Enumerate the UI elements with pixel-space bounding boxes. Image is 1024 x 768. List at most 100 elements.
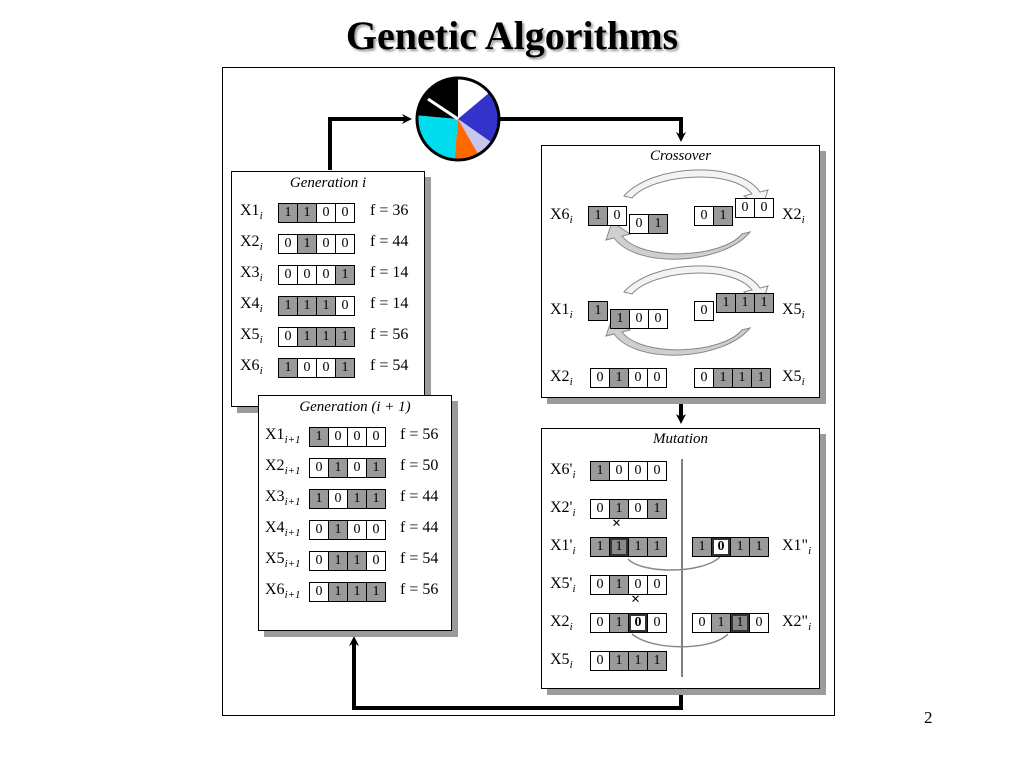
chromosome-subscript: i — [572, 545, 576, 558]
bit-cell: 1 — [717, 294, 735, 312]
chromosome-name: X4 — [265, 519, 285, 536]
bit-cell: 1 — [611, 310, 629, 328]
bit-cell: 0 — [336, 204, 354, 222]
bit-cell: 1 — [298, 235, 316, 253]
chromosome-subscript: i — [801, 214, 805, 227]
bit-cell: 0 — [279, 235, 297, 253]
generation-i-row-label: X4i — [240, 295, 263, 315]
bit-cell: 0 — [310, 521, 328, 539]
bit-cell: 0 — [649, 310, 667, 328]
bit-cell: 0 — [367, 552, 385, 570]
chromosome-subscript: i — [259, 241, 263, 254]
chromosome-name: X5 — [550, 651, 570, 668]
bit-cell: 0 — [298, 266, 316, 284]
chromosome-name: X1 — [265, 426, 285, 443]
chromosome-subscript: i+1 — [284, 496, 301, 509]
mutation-title: Mutation — [653, 431, 708, 447]
bit-cell: 1 — [589, 302, 607, 320]
bit-cell: 0 — [367, 428, 385, 446]
mutation-row-label: X5i — [550, 651, 573, 671]
bit-cell: 0 — [695, 369, 713, 387]
bit-cell: 0 — [608, 207, 626, 225]
bit-cell: 0 — [591, 369, 609, 387]
bit-cell: 1 — [298, 204, 316, 222]
crossover-right-head: 0 — [694, 301, 714, 321]
generation-i-title: Generation i — [232, 175, 424, 192]
bit-cell: 0 — [736, 199, 754, 217]
mutation-row-label: X1'i — [550, 537, 576, 557]
crossover-left-head: 1 — [588, 301, 608, 321]
bit-cell: 1 — [336, 328, 354, 346]
bit-cell: 1 — [610, 652, 628, 670]
crossover-left-label: X1i — [550, 301, 573, 321]
bit-cell: 0 — [348, 459, 366, 477]
fitness-value: f = 14 — [370, 295, 409, 312]
bit-cell: 0 — [629, 500, 647, 518]
bit-cell: 0 — [648, 614, 666, 632]
mutant-label: X1"i — [782, 537, 811, 557]
crossover-title: Crossover — [649, 148, 712, 164]
bit-cell: 0 — [310, 552, 328, 570]
bit-cell: 0 — [629, 462, 647, 480]
bit-cell: 0 — [630, 310, 648, 328]
bit-cell: 1 — [348, 583, 366, 601]
mutation-row-label: X5'i — [550, 575, 576, 595]
chromosome-name: X6' — [550, 461, 573, 478]
page-number: 2 — [924, 708, 933, 727]
chromosome-name: X5 — [240, 326, 260, 343]
generation-i1-row-label: X6i+1 — [265, 581, 301, 601]
crossover-unchanged-right-label: X5i — [782, 368, 805, 388]
wheel-slice-orange — [454, 119, 479, 160]
chromosome-subscript: i+1 — [284, 434, 301, 447]
bit-cell: 1 — [610, 614, 628, 632]
bit-cell: 0 — [310, 583, 328, 601]
bit-cell: 1 — [279, 204, 297, 222]
bit-cell: 0 — [317, 204, 335, 222]
bit-cell: 0 — [310, 459, 328, 477]
chromosome-name: X6 — [265, 581, 285, 598]
crossover-unchanged-left-label: X2i — [550, 368, 573, 388]
bit-cell: 0 — [629, 614, 647, 632]
wheel-slice-blue — [458, 92, 499, 143]
bit-cell: 0 — [712, 538, 730, 556]
diagram-frame — [222, 67, 835, 716]
fitness-value: f = 44 — [400, 488, 439, 505]
fitness-value: f = 36 — [370, 202, 409, 219]
bit-cell: 0 — [348, 428, 366, 446]
chromosome-subscript: i — [259, 365, 263, 378]
mutation-divider-and-arrows — [627, 459, 729, 677]
chromosome-name: X2" — [782, 613, 809, 630]
fitness-value: f = 44 — [370, 233, 409, 250]
bit-cell: 1 — [649, 215, 667, 233]
bit-cell: 1 — [310, 490, 328, 508]
bit-cell: 1 — [610, 500, 628, 518]
bit-cell: 1 — [367, 490, 385, 508]
generation-i1-row-label: X2i+1 — [265, 457, 301, 477]
generation-i-row-label: X6i — [240, 357, 263, 377]
bit-cell: 0 — [755, 199, 773, 217]
bit-cell: 1 — [712, 614, 730, 632]
bit-cell: 1 — [610, 576, 628, 594]
bit-cell: 0 — [695, 302, 713, 320]
chromosome-subscript: i+1 — [284, 465, 301, 478]
chromosome-name: X4 — [240, 295, 260, 312]
chromosome-subscript: i — [808, 545, 812, 558]
chromosome-name: X2 — [550, 368, 570, 385]
chromosome-name: X1 — [550, 301, 570, 318]
bit-cell: 0 — [648, 369, 666, 387]
chromosome-subscript: i+1 — [284, 589, 301, 602]
chromosome-subscript: i — [801, 309, 805, 322]
generation-i-row-label: X3i — [240, 264, 263, 284]
